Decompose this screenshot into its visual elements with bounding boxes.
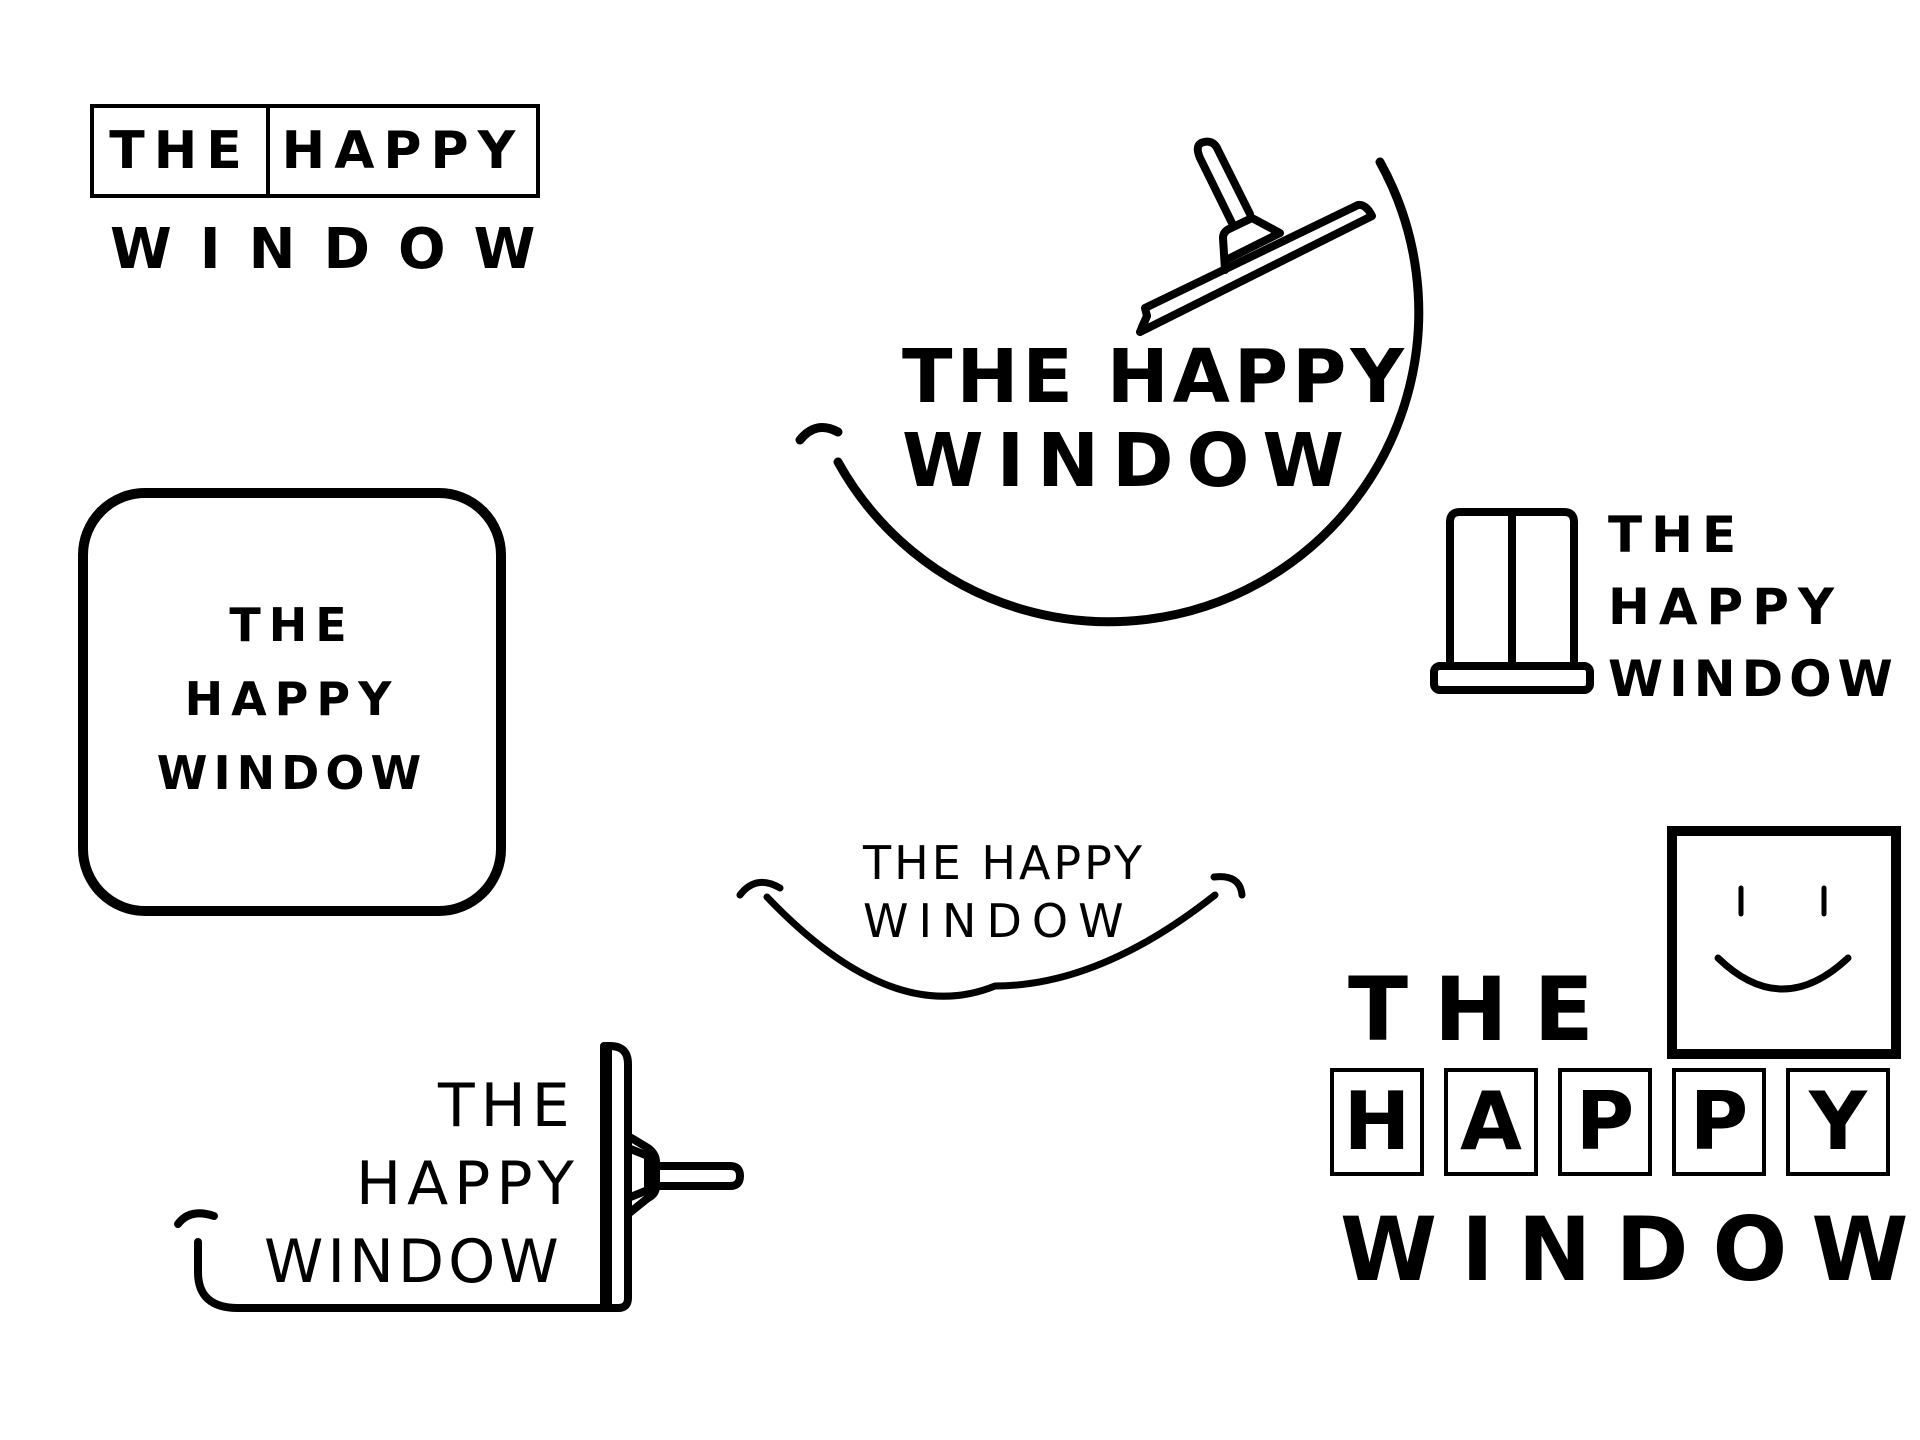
wordmark-the: THE	[109, 121, 251, 181]
wordmark-happy: HAPPY	[281, 121, 525, 181]
wordmark-box-the: THE	[90, 104, 270, 198]
smiley-logo-the: THE	[1348, 958, 1620, 1061]
smiley-letter-box-2: A	[1444, 1068, 1538, 1176]
rounded-frame-icon	[78, 488, 506, 916]
smiley-letter-h: H	[1343, 1075, 1411, 1168]
squeegee-icon	[174, 1042, 744, 1312]
side-logo-line3: WINDOW	[264, 1227, 563, 1297]
smile-logo-line1: THE HAPPY	[863, 836, 1145, 890]
smile-arc-icon	[736, 873, 1246, 1000]
circle-logo-line1: THE HAPPY	[902, 334, 1408, 420]
rounded-logo-line2: HAPPY	[184, 672, 400, 726]
circle-logo-line2: WINDOW	[902, 418, 1358, 504]
wordmark-box-happy: HAPPY	[266, 104, 540, 198]
smiley-letter-box-1: H	[1330, 1068, 1424, 1176]
logo-smiley-window: THE H A P P Y WINDOW	[1330, 826, 1910, 1296]
smiley-letter-box-5: Y	[1786, 1068, 1890, 1176]
window-logo-line2: HAPPY	[1608, 578, 1844, 636]
window-icon	[1430, 508, 1594, 694]
smile-logo-line2: WINDOW	[863, 894, 1134, 948]
logo-squeegee-circle: THE HAPPY WINDOW	[780, 90, 1440, 650]
side-logo-line1: THE	[438, 1071, 576, 1141]
rounded-logo-line1: THE	[229, 598, 355, 652]
smiley-window-icon	[1667, 826, 1901, 1059]
rounded-logo-line3: WINDOW	[156, 746, 428, 800]
window-logo-line1: THE	[1608, 506, 1746, 564]
smiley-letter-p1: P	[1575, 1075, 1635, 1168]
squeegee-icon	[795, 137, 1424, 627]
logo-rounded-square: THE HAPPY WINDOW	[78, 488, 506, 916]
window-logo-line3: WINDOW	[1608, 650, 1899, 708]
logo-window-frame: THE HAPPY WINDOW	[1428, 500, 1908, 710]
smiley-letter-a: A	[1460, 1075, 1522, 1168]
side-logo-line2: HAPPY	[356, 1149, 580, 1219]
logo-smile-arc: THE HAPPY WINDOW	[730, 840, 1260, 1010]
smiley-letter-y: Y	[1809, 1075, 1867, 1168]
smiley-logo-window: WINDOW	[1340, 1198, 1920, 1301]
logo-boxed-wordmark: THE HAPPY WINDOW	[90, 104, 540, 284]
wordmark-window: WINDOW	[110, 217, 564, 282]
logo-squeegee-side: THE HAPPY WINDOW	[160, 1036, 760, 1326]
smiley-letter-p2: P	[1689, 1075, 1749, 1168]
smiley-letter-box-4: P	[1672, 1068, 1766, 1176]
smiley-letter-box-3: P	[1558, 1068, 1652, 1176]
